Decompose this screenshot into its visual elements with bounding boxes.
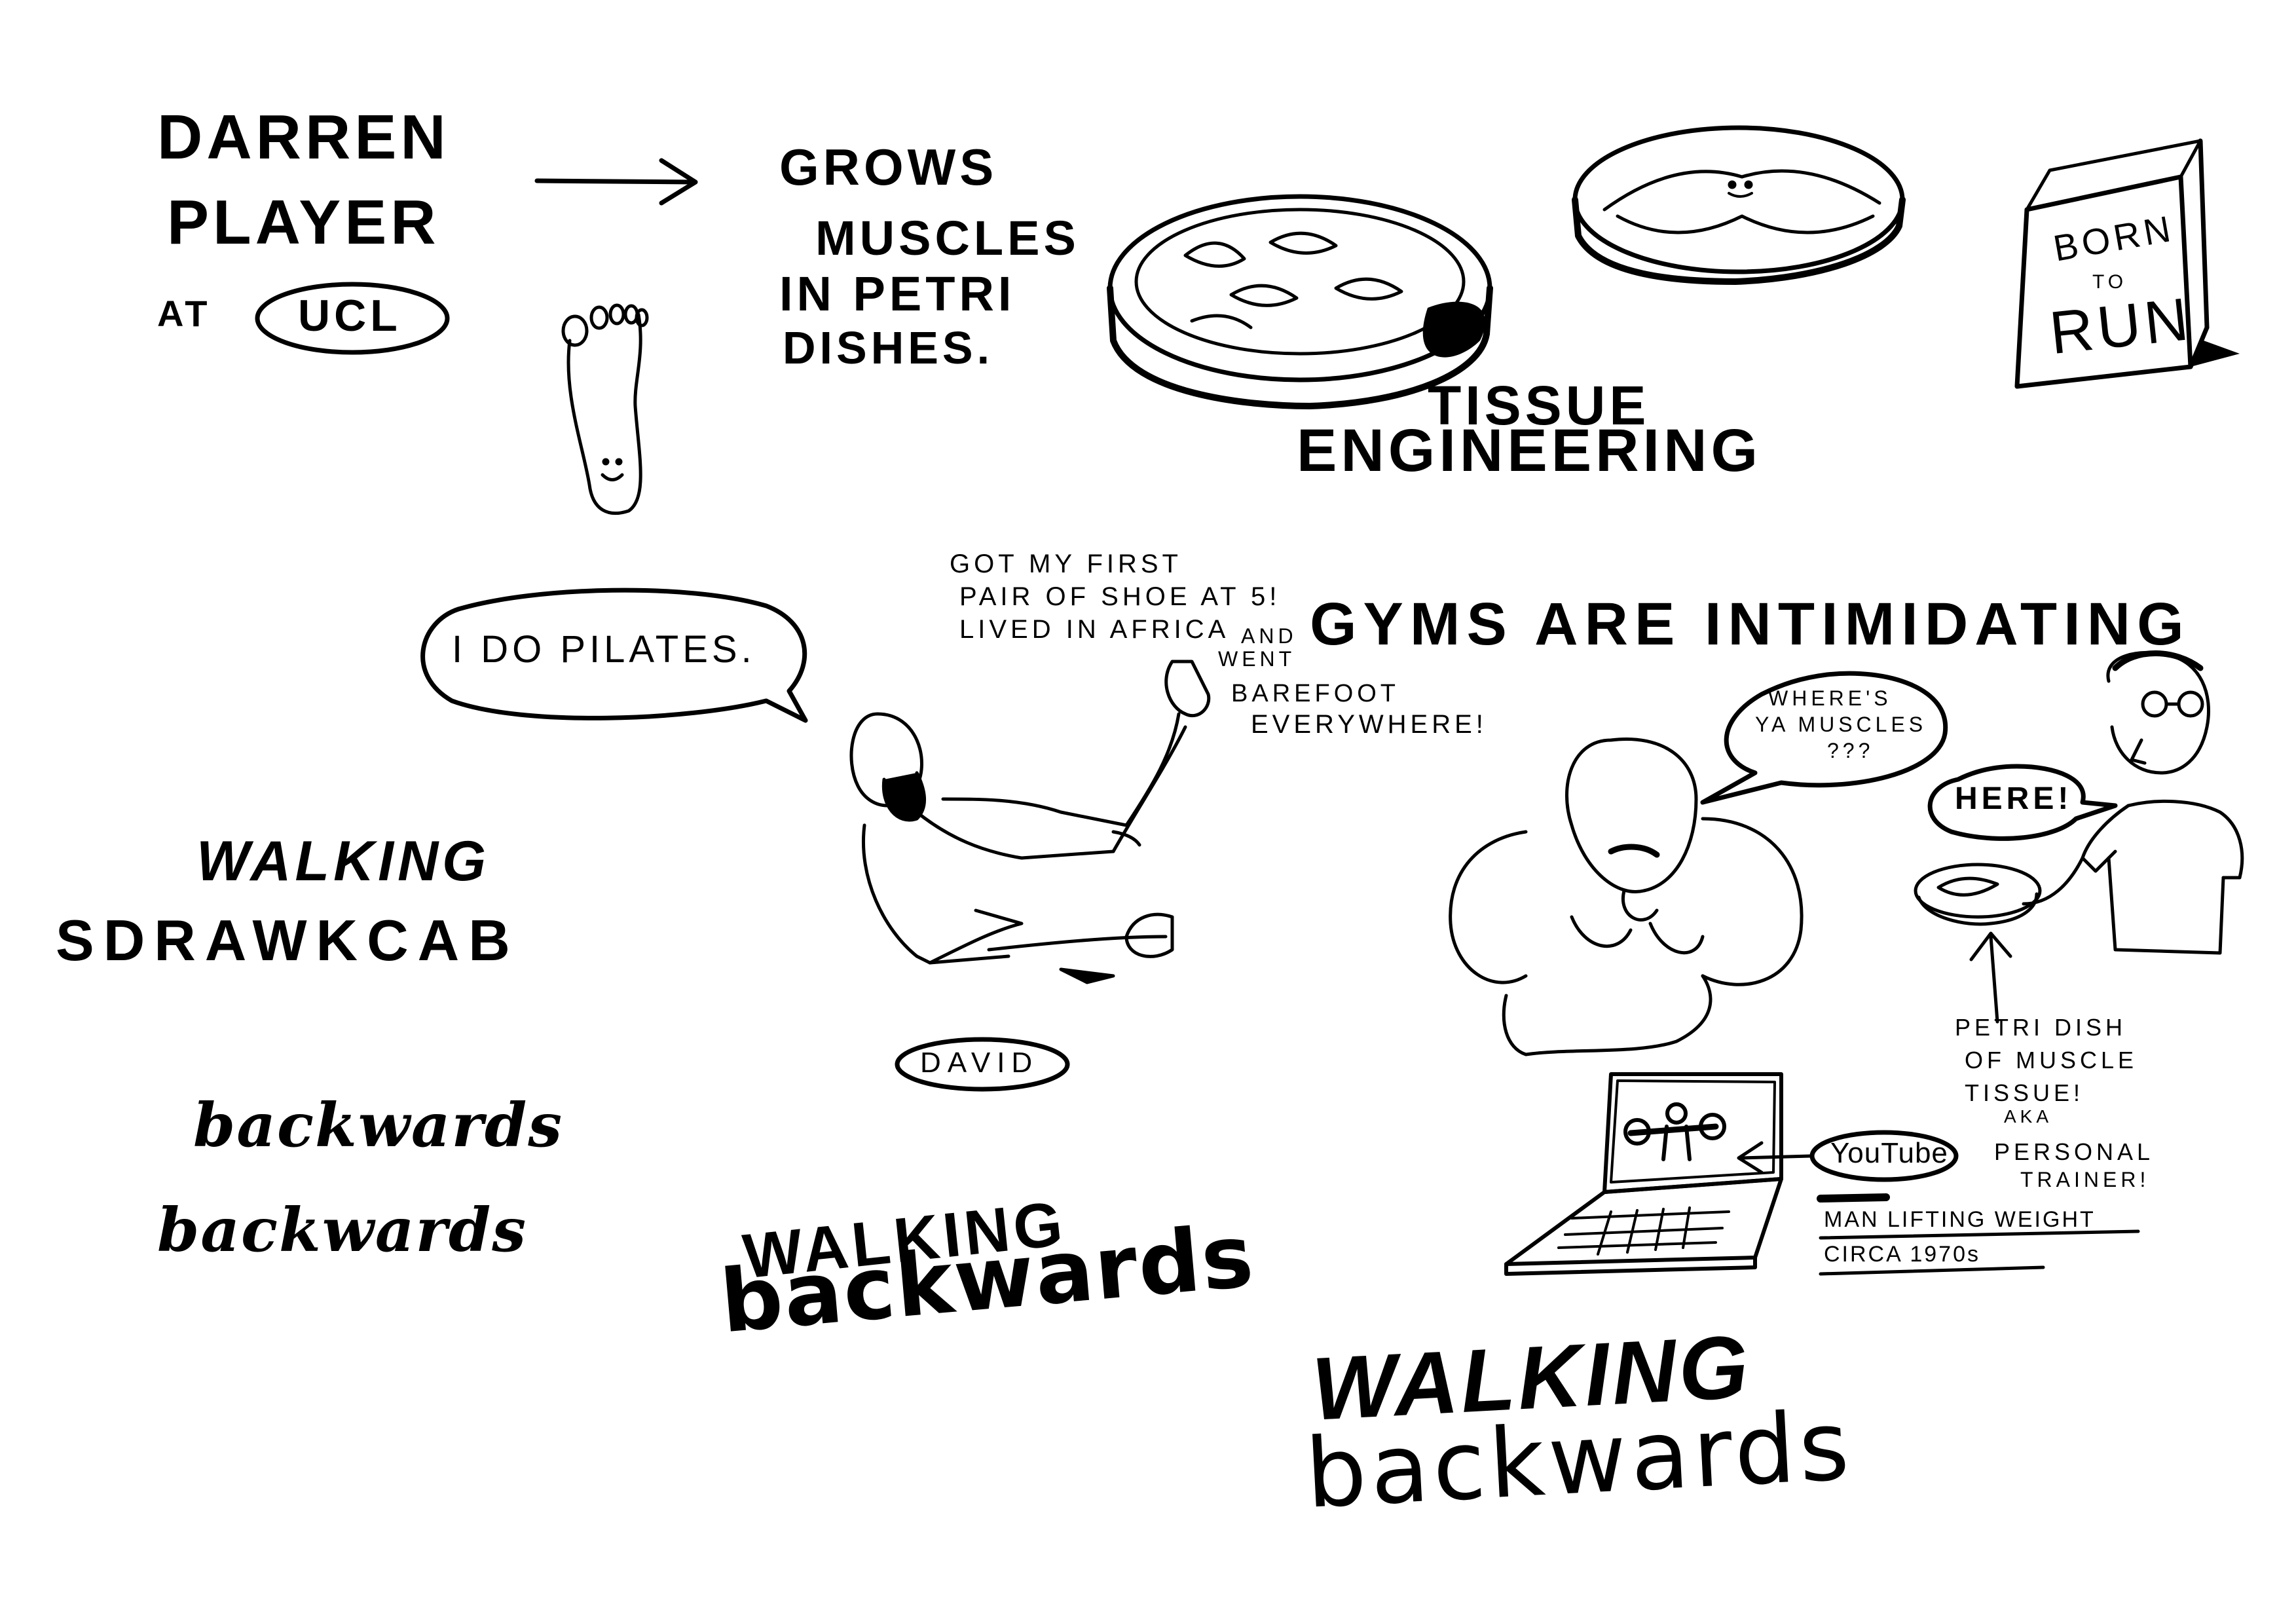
petri-shadow bbox=[1422, 301, 1486, 358]
aka-line3: TRAINER! bbox=[2020, 1168, 2150, 1191]
petri-note-line1: PETRI DISH bbox=[1955, 1014, 2127, 1041]
caption-underline bbox=[1821, 1267, 2043, 1274]
bodybuilder-figure bbox=[1451, 739, 1802, 1054]
tissue-line2: ENGINEERING bbox=[1297, 417, 1762, 484]
barefoot-note-line4: EVERYWHERE! bbox=[1251, 710, 1487, 739]
man-lifting-caption-line2: CIRCA 1970s bbox=[1824, 1242, 1980, 1267]
pilates-bubble-text: I DO PILATES. bbox=[452, 628, 756, 671]
barefoot-note-line3: BAREFOOT bbox=[1231, 680, 1400, 707]
muscles-bubble-line3: ??? bbox=[1827, 739, 1874, 762]
small-petri-dish-icon bbox=[1916, 865, 2040, 924]
muscles-bubble-line1: WHERE'S bbox=[1768, 686, 1892, 710]
barefoot-note-line2: WENT bbox=[1218, 647, 1296, 671]
aka-line1: AKA bbox=[2004, 1106, 2053, 1127]
caption-underline bbox=[1821, 1231, 2138, 1238]
ucl-oval bbox=[257, 284, 447, 352]
grows-line4: DISHES. bbox=[783, 322, 994, 373]
barefoot-note-line1: AND bbox=[1241, 624, 1297, 648]
tissue-line1: TISSUE bbox=[1428, 375, 1650, 436]
shoe-note-line3: LIVED IN AFRICA bbox=[959, 615, 1230, 644]
youtube-label: YouTube bbox=[1830, 1137, 1948, 1169]
david-label: DAVID bbox=[920, 1047, 1039, 1079]
arrow-up-icon bbox=[1971, 933, 2010, 1022]
walking-label-1: WALKING bbox=[196, 830, 491, 893]
book-title-line3: RUN bbox=[2046, 285, 2196, 367]
book-icon bbox=[2017, 141, 2240, 386]
here-speech-bubble bbox=[1930, 766, 2115, 838]
sdrawkcab-label: SDRAWKCAB bbox=[56, 908, 519, 973]
grows-line3: IN PETRI bbox=[779, 267, 1016, 321]
petri-dish-icon bbox=[1575, 128, 1902, 282]
grows-line2: MUSCLES bbox=[815, 211, 1080, 265]
backwards-label-3: backwards bbox=[1303, 1390, 1856, 1530]
david-figure bbox=[851, 662, 1209, 982]
foot-icon bbox=[563, 305, 647, 513]
man-lifting-caption-line1: MAN LIFTING WEIGHT bbox=[1824, 1207, 2096, 1232]
grows-line1: GROWS bbox=[779, 138, 998, 196]
shoe-note-line2: PAIR OF SHOE AT 5! bbox=[959, 582, 1281, 611]
name-line2: PLAYER bbox=[167, 187, 440, 257]
muscles-bubble-line2: YA MUSCLES bbox=[1755, 713, 1927, 736]
muscles-speech-bubble bbox=[1703, 673, 1946, 802]
arrow-left-icon bbox=[1739, 1143, 1811, 1172]
petri-dish-icon bbox=[1110, 196, 1490, 406]
pilates-speech-bubble bbox=[423, 590, 805, 720]
petri-note-line2: OF MUSCLE bbox=[1965, 1047, 2138, 1073]
name-line1: DARREN bbox=[157, 102, 450, 172]
here-bubble-text: HERE! bbox=[1955, 781, 2073, 816]
petri-note-line3: TISSUE! bbox=[1965, 1079, 2084, 1106]
laptop-icon bbox=[1506, 1074, 1781, 1274]
aka-line2: PERSONAL bbox=[1994, 1138, 2155, 1165]
david-name-oval bbox=[897, 1039, 1067, 1089]
backwards-script-2: backwards bbox=[157, 1195, 528, 1265]
scribble-mark bbox=[1821, 1197, 1886, 1199]
at-label: AT bbox=[157, 293, 212, 334]
backwards-script-1: backwards bbox=[193, 1090, 564, 1161]
book-title-line2: TO bbox=[2092, 271, 2128, 293]
shoe-note-line1: GOT MY FIRST bbox=[950, 550, 1182, 578]
ucl-label: UCL bbox=[298, 291, 401, 341]
arrow-icon bbox=[537, 160, 695, 203]
gyms-heading: GYMS ARE INTIMIDATING bbox=[1310, 591, 2191, 658]
